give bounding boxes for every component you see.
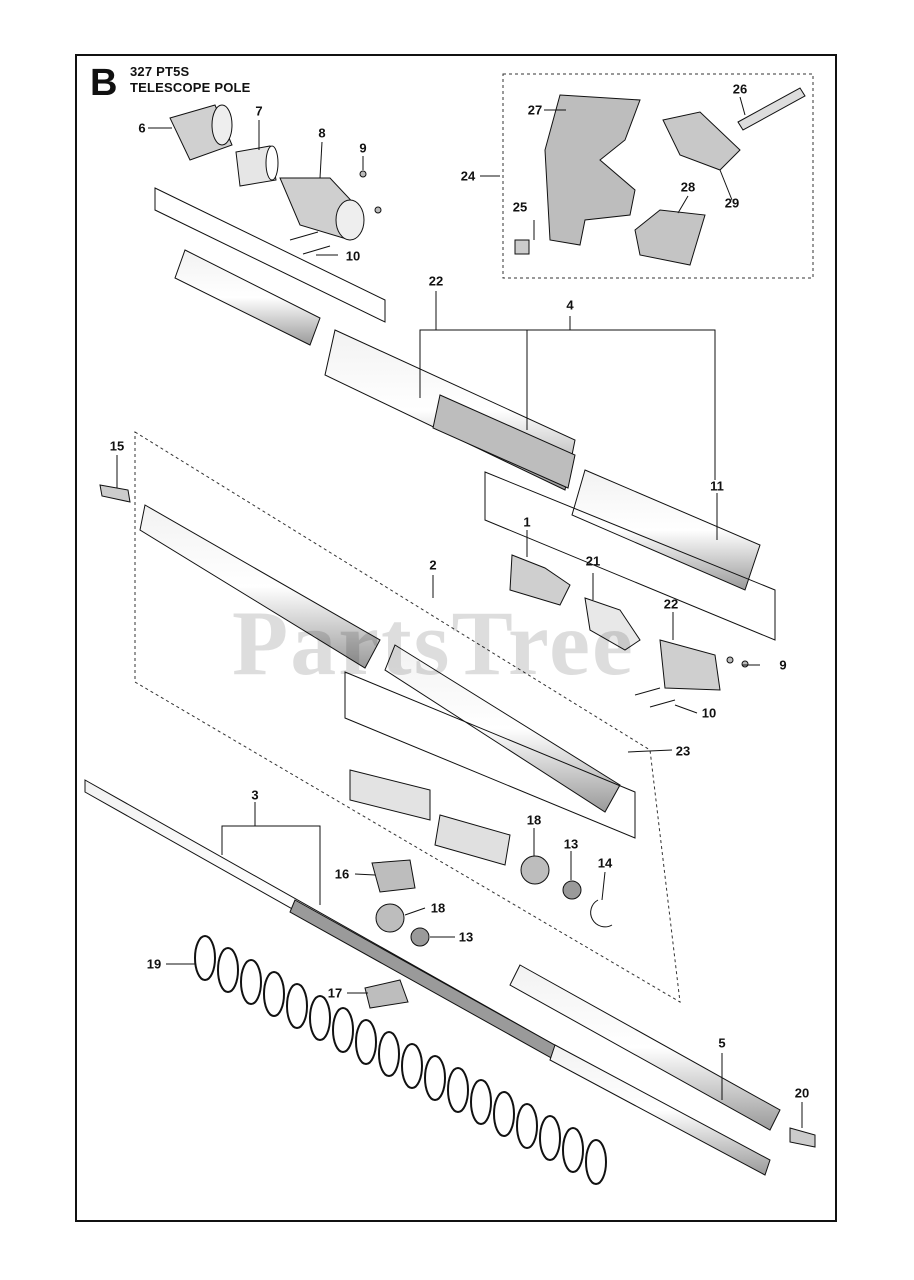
callout-2: 2 [429,557,437,573]
diagram-frame [75,54,837,1222]
callout-5: 5 [718,1035,726,1051]
callout-18-lower: 18 [430,900,446,916]
tube-2-segment-b [384,644,621,813]
callout-23: 23 [675,743,691,759]
callout-7: 7 [255,103,263,119]
callout-9-lower: 9 [779,657,787,673]
part-7-sleeve [235,145,279,187]
shaft-end [549,1044,771,1176]
outer-frame-right [484,471,776,641]
callout-19: 19 [146,956,162,972]
callout-18-upper: 18 [526,812,542,828]
part-6-nut [169,104,233,161]
callout-26: 26 [732,81,748,97]
grip-4 [432,394,576,489]
callout-8: 8 [318,125,326,141]
callout-1: 1 [523,514,531,530]
dashed-frame-2 [134,431,681,1003]
outer-tube-upper-left [154,187,386,323]
part-29-clamp [662,111,741,171]
callout-29: 29 [724,195,740,211]
part-22-collar [659,639,721,691]
callout-9: 9 [359,140,367,156]
callout-13-upper: 13 [563,836,579,852]
part-16-damper [371,859,416,893]
part-17-damper [364,979,409,1009]
spring-19 [194,935,607,1185]
tube-22-segment-a [174,249,321,346]
model-title: 327 PT5S [130,64,190,79]
tube-5 [509,964,781,1131]
callout-17: 17 [327,985,343,1001]
part-28-pad [634,209,706,266]
part-14-ring [590,899,613,928]
callout-22-lower: 22 [663,596,679,612]
callout-24: 24 [460,168,476,184]
callout-10: 10 [345,248,361,264]
grip-4-segment-b [571,469,761,591]
callout-16: 16 [334,866,350,882]
callout-21: 21 [585,553,601,569]
part-18-bearing-upper [520,855,550,885]
part-27-handle-bracket [544,94,641,246]
callout-27: 27 [527,102,543,118]
part-10-screws-top [289,231,331,255]
part-13-bush-upper [562,880,582,900]
part-8-coupling [279,177,365,241]
part-9-nut-top [359,170,382,214]
callout-25: 25 [512,199,528,215]
half-sleeve [349,769,431,821]
tube-2-segment-a [139,504,381,669]
part-25-nut [514,239,530,255]
part-10-screws-right [634,687,676,708]
callout-13-lower: 13 [458,929,474,945]
callout-4: 4 [566,297,574,313]
callout-20: 20 [794,1085,810,1101]
part-20-pin [789,1127,816,1148]
leader-lines [116,96,803,1128]
callout-22: 22 [428,273,444,289]
callout-3: 3 [251,787,259,803]
part-15-pin [99,484,131,503]
callout-28: 28 [680,179,696,195]
callout-11: 11 [710,478,724,494]
watermark-text: PartsTree [232,592,635,694]
assembly-title: TELESCOPE POLE [130,80,251,95]
callout-6: 6 [138,120,146,136]
part-13-bush-lower [410,927,430,947]
part-26-bolt [737,87,806,131]
inset-box [502,73,814,279]
part-1-bushing [509,554,571,606]
part-18-bearing-lower [375,903,405,933]
callout-15: 15 [109,438,125,454]
bearing-housing [434,814,511,866]
inner-frame-lower [344,671,636,839]
part-21-sleeve [584,597,641,651]
callout-10-lower: 10 [701,705,717,721]
section-letter: B [90,62,118,104]
callout-14: 14 [597,855,613,871]
